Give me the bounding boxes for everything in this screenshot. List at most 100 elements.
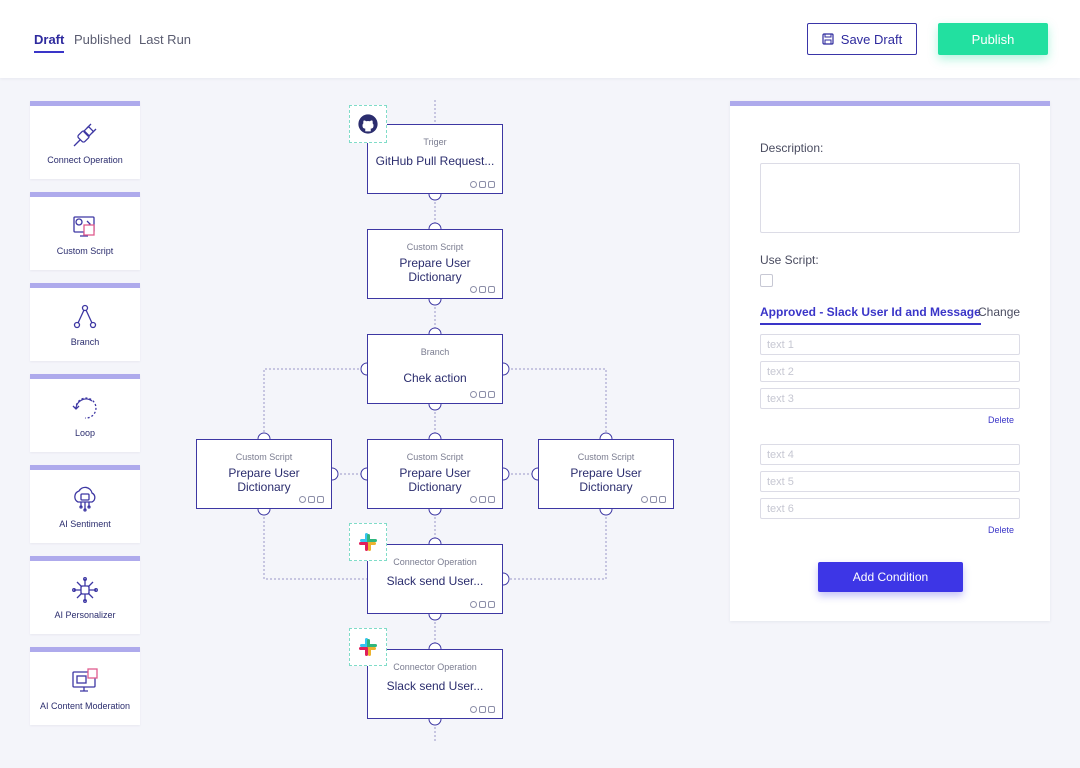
delete-condition-2[interactable]: Delete	[987, 525, 1014, 535]
flow-node-trigger[interactable]: Triger GitHub Pull Request...	[367, 124, 503, 194]
node-actions	[470, 706, 495, 713]
flow-node-slack-send-2[interactable]: Connector Operation Slack send User...	[367, 649, 503, 719]
condition-text-3[interactable]	[760, 388, 1020, 409]
node-actions	[470, 286, 495, 293]
delete-icon[interactable]	[479, 286, 486, 293]
github-icon	[358, 114, 378, 134]
copy-icon[interactable]	[488, 706, 495, 713]
publish-label: Publish	[971, 31, 1015, 47]
condition-text-4[interactable]	[760, 444, 1020, 465]
palette-item-ai-content-moderation[interactable]: AI Content Moderation	[30, 647, 140, 725]
plug-icon	[73, 123, 97, 147]
node-title: Prepare User Dictionary	[570, 466, 642, 494]
delete-condition-1[interactable]: Delete	[987, 415, 1014, 425]
condition-text-5[interactable]	[760, 471, 1020, 492]
node-actions	[470, 601, 495, 608]
settings-icon[interactable]	[470, 391, 477, 398]
slack-badge	[349, 523, 387, 561]
flow-node-right-script[interactable]: Custom Script Prepare User Dictionary	[538, 439, 674, 509]
copy-icon[interactable]	[317, 496, 324, 503]
copy-icon[interactable]	[488, 496, 495, 503]
loop-icon	[72, 397, 97, 419]
add-condition-button[interactable]: Add Condition	[818, 562, 963, 592]
node-actions	[470, 181, 495, 188]
node-type: Connector Operation	[393, 662, 477, 672]
top-bar: Draft Published Last Run Save Draft Publ…	[0, 0, 1080, 78]
condition-text-6[interactable]	[760, 498, 1020, 519]
save-draft-button[interactable]: Save Draft	[807, 23, 917, 55]
palette-label: AI Sentiment	[59, 519, 111, 529]
use-script-label: Use Script:	[760, 253, 819, 267]
settings-icon[interactable]	[641, 496, 648, 503]
github-badge	[349, 105, 387, 143]
node-actions	[299, 496, 324, 503]
flow-node-left-script[interactable]: Custom Script Prepare User Dictionary	[196, 439, 332, 509]
tab-published[interactable]: Published	[74, 32, 132, 47]
settings-icon[interactable]	[470, 496, 477, 503]
node-type: Custom Script	[406, 242, 464, 252]
description-field[interactable]	[760, 163, 1020, 233]
description-label: Description:	[760, 141, 824, 155]
palette-item-branch[interactable]: Branch	[30, 283, 140, 361]
node-type: Branch	[420, 347, 450, 357]
copy-icon[interactable]	[488, 601, 495, 608]
tab-condition[interactable]: Approved - Slack User Id and Message	[760, 305, 981, 325]
copy-icon[interactable]	[659, 496, 666, 503]
use-script-checkbox[interactable]	[760, 274, 773, 287]
settings-icon[interactable]	[470, 181, 477, 188]
condition-text-2[interactable]	[760, 361, 1020, 382]
node-actions	[641, 496, 666, 503]
save-draft-label: Save Draft	[840, 31, 903, 47]
node-type: Custom Script	[406, 452, 464, 462]
node-title: Prepare User Dictionary	[399, 256, 471, 284]
flow-node-custom-script[interactable]: Custom Script Prepare User Dictionary	[367, 229, 503, 299]
node-actions	[470, 496, 495, 503]
copy-icon[interactable]	[488, 391, 495, 398]
script-icon	[73, 216, 95, 237]
flow-node-center-script[interactable]: Custom Script Prepare User Dictionary	[367, 439, 503, 509]
ai-network-icon	[72, 577, 98, 603]
branch-icon	[73, 304, 97, 329]
settings-icon[interactable]	[470, 601, 477, 608]
delete-icon[interactable]	[650, 496, 657, 503]
delete-icon[interactable]	[479, 706, 486, 713]
palette-label: Connect Operation	[47, 155, 123, 165]
node-type: Connector Operation	[393, 557, 477, 567]
copy-icon[interactable]	[488, 181, 495, 188]
delete-icon[interactable]	[479, 496, 486, 503]
tab-last-run[interactable]: Last Run	[139, 32, 192, 47]
copy-icon[interactable]	[488, 286, 495, 293]
save-icon	[822, 33, 834, 45]
settings-icon[interactable]	[299, 496, 306, 503]
properties-panel: Description: Use Script: Approved - Slac…	[730, 101, 1050, 621]
node-title: Prepare User Dictionary	[399, 466, 471, 494]
palette-label: AI Personalizer	[54, 610, 116, 620]
flow-node-branch[interactable]: Branch Chek action	[367, 334, 503, 404]
publish-button[interactable]: Publish	[938, 23, 1048, 55]
delete-icon[interactable]	[479, 391, 486, 398]
tab-draft[interactable]: Draft	[34, 32, 65, 53]
slack-badge	[349, 628, 387, 666]
palette-label: Branch	[70, 337, 100, 347]
palette-label: Custom Script	[56, 246, 114, 256]
delete-icon[interactable]	[479, 601, 486, 608]
slack-icon	[359, 638, 377, 656]
node-title: Slack send User...	[386, 679, 484, 693]
tab-change[interactable]: Change	[978, 305, 1021, 319]
node-type: Custom Script	[577, 452, 635, 462]
delete-icon[interactable]	[308, 496, 315, 503]
ai-sentiment-icon	[74, 486, 96, 512]
palette-item-custom-script[interactable]: Custom Script	[30, 192, 140, 270]
settings-icon[interactable]	[470, 706, 477, 713]
palette-label: Loop	[74, 428, 96, 438]
palette-item-ai-sentiment[interactable]: AI Sentiment	[30, 465, 140, 543]
palette-item-ai-personalizer[interactable]: AI Personalizer	[30, 556, 140, 634]
palette-label: AI Content Moderation	[39, 701, 131, 711]
delete-icon[interactable]	[479, 181, 486, 188]
flow-node-slack-send-1[interactable]: Connector Operation Slack send User...	[367, 544, 503, 614]
condition-text-1[interactable]	[760, 334, 1020, 355]
palette-item-connect-operation[interactable]: Connect Operation	[30, 101, 140, 179]
palette-item-loop[interactable]: Loop	[30, 374, 140, 452]
settings-icon[interactable]	[470, 286, 477, 293]
slack-icon	[359, 533, 377, 551]
